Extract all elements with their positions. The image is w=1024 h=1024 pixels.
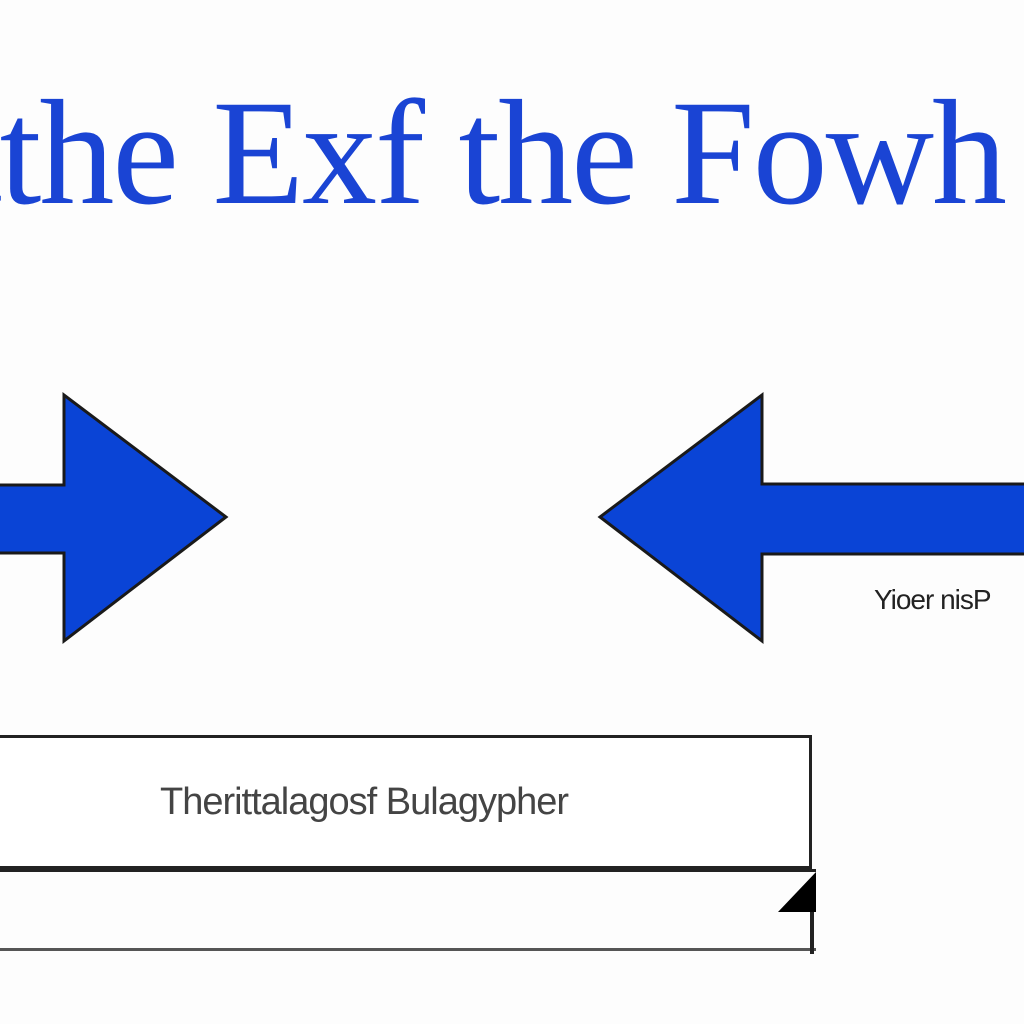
label-box-text: Therittalagosf Bulagypher	[159, 780, 569, 823]
diagram-title: tthe Exf the Fowh Wo	[0, 70, 1024, 236]
arrow-left-icon	[597, 391, 1024, 645]
arrow-caption: Yioer nisP	[874, 584, 992, 615]
arrow-right-icon	[0, 391, 229, 645]
bar-end-tick	[810, 912, 814, 954]
label-box: Therittalagosf Bulagypher	[0, 735, 812, 869]
lower-bar	[0, 869, 816, 951]
resize-handle-icon[interactable]	[778, 872, 816, 912]
